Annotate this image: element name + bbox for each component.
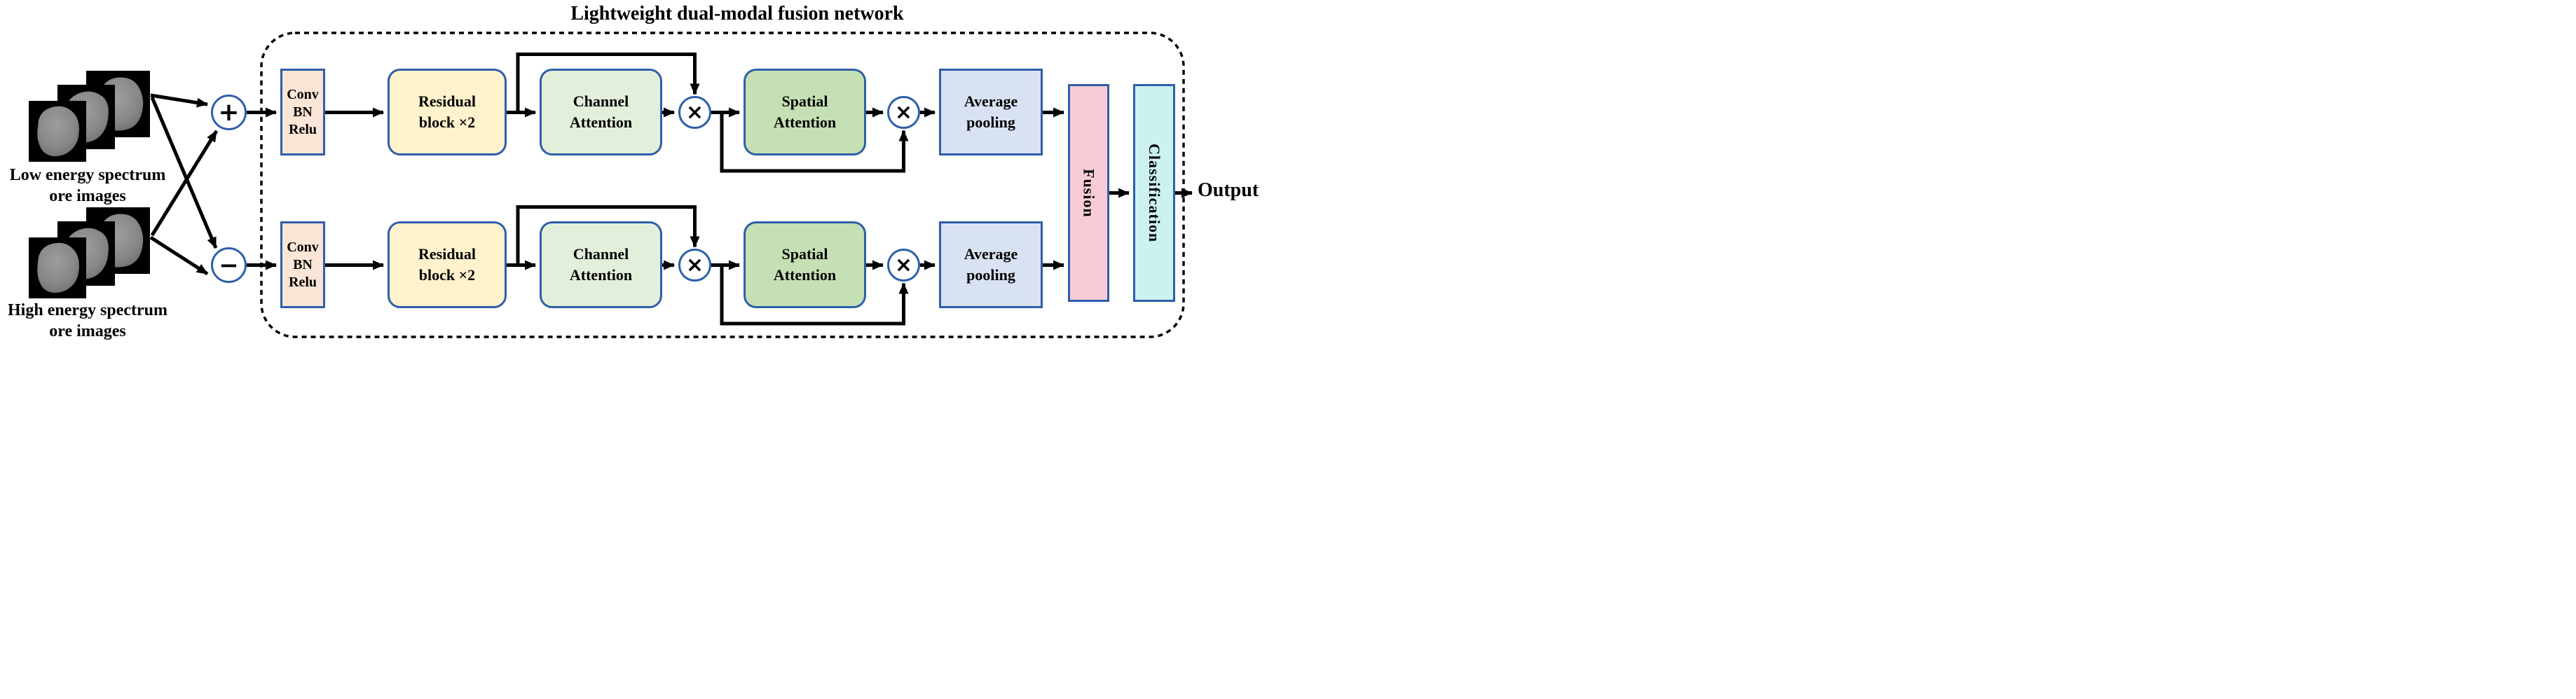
block-label-line: Attention	[569, 266, 633, 284]
skip-connection-spatial-bottom	[720, 265, 909, 326]
diagram-wires	[29, 32, 1193, 338]
high-energy-input-label: High energy spectrum ore images	[0, 300, 175, 342]
block-label-line: Average	[964, 245, 1018, 263]
multiply-node-spatial-bottom: ×	[887, 249, 920, 282]
multiply-node-channel-bottom: ×	[678, 249, 711, 282]
block-label-line: Spatial	[781, 245, 828, 263]
classification-block: Classification	[1133, 84, 1175, 302]
block-label-line: Average	[964, 92, 1018, 110]
arrow-low-to-subtract	[150, 97, 218, 249]
arrow-high-to-subtract	[149, 235, 209, 276]
subtract-node: −	[211, 247, 247, 283]
block-label-line: BN	[293, 104, 313, 120]
channel-attention-block-bottom: Channel Attention	[540, 221, 662, 308]
average-pooling-block-bottom: Average pooling	[939, 221, 1043, 308]
residual-block-bottom: Residual block ×2	[388, 221, 507, 308]
diagram-title: Lightweight dual-modal fusion network	[570, 3, 904, 25]
multiply-node-channel-top: ×	[678, 96, 711, 129]
block-label-line: Attention	[773, 266, 837, 284]
output-label: Output	[1198, 179, 1259, 201]
ore-image	[29, 101, 86, 162]
block-label-line: Attention	[569, 113, 633, 131]
block-label-line: Attention	[773, 113, 837, 131]
block-label-line: Spatial	[781, 92, 828, 110]
block-label-line: Relu	[289, 121, 317, 137]
arrow-high-to-add	[150, 130, 219, 237]
skip-connection-channel-top	[516, 53, 700, 113]
low-energy-input-label: Low energy spectrum ore images	[0, 165, 175, 207]
low-energy-label-line1: Low energy spectrum	[9, 166, 166, 184]
block-label-line: block ×2	[418, 266, 476, 284]
block-label-line: pooling	[966, 266, 1015, 284]
block-label-line: Residual	[418, 92, 476, 110]
block-label-line: Relu	[289, 274, 317, 290]
block-label-line: Channel	[573, 245, 629, 263]
block-label-line: pooling	[966, 113, 1015, 131]
high-energy-label-line2: ore images	[49, 322, 126, 340]
high-energy-image-stack	[29, 207, 150, 298]
block-label-line: Conv	[287, 86, 319, 102]
block-label-line: Channel	[573, 92, 629, 110]
residual-block-top: Residual block ×2	[388, 69, 507, 155]
fusion-block: Fusion	[1068, 84, 1109, 302]
channel-attention-block-top: Channel Attention	[540, 69, 662, 155]
average-pooling-block-top: Average pooling	[939, 69, 1043, 155]
low-energy-image-stack	[29, 71, 150, 162]
skip-connection-channel-bottom	[516, 205, 700, 265]
high-energy-label-line1: High energy spectrum	[8, 301, 167, 319]
block-label-line: BN	[293, 256, 313, 272]
block-label-line: Residual	[418, 245, 476, 263]
conv-bn-relu-block-bottom: Conv BN Relu	[280, 221, 325, 308]
block-label-line: Conv	[287, 239, 319, 255]
ore-image	[29, 237, 86, 298]
conv-bn-relu-block-top: Conv BN Relu	[280, 69, 325, 155]
low-energy-label-line2: ore images	[49, 187, 126, 205]
spatial-attention-block-top: Spatial Attention	[744, 69, 866, 155]
spatial-attention-block-bottom: Spatial Attention	[744, 221, 866, 308]
arrow-low-to-add	[150, 93, 208, 108]
multiply-node-spatial-top: ×	[887, 96, 920, 129]
block-label-line: block ×2	[418, 113, 476, 131]
skip-connection-spatial-top	[720, 112, 909, 173]
fusion-network-container-border	[260, 32, 1185, 338]
add-node: +	[211, 95, 247, 130]
diagram-canvas: Lightweight dual-modal fusion network Lo…	[0, 0, 1288, 350]
